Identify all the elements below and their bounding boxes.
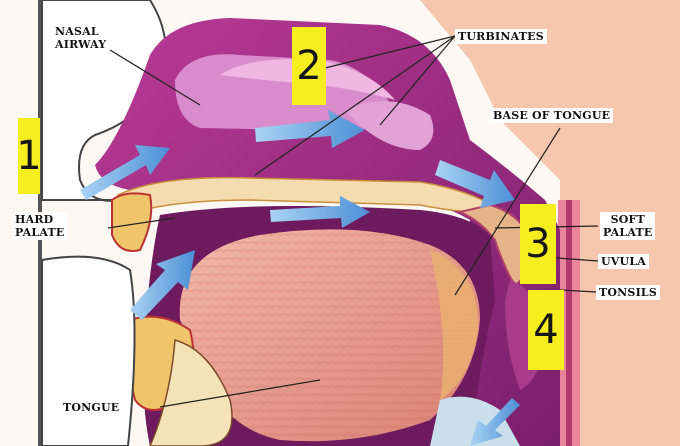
label-uvula: UVULA	[598, 254, 649, 269]
label-hard-palate: HARD PALATE	[12, 212, 67, 240]
label-turbinates: TURBINATES	[455, 29, 547, 44]
marker-2: 2	[292, 27, 326, 105]
pharyngeal-wall-line	[566, 200, 572, 446]
label-soft-palate: SOFT PALATE	[600, 212, 655, 240]
chin-profile	[42, 257, 135, 446]
marker-1: 1	[18, 118, 40, 194]
label-tongue: TONGUE	[60, 400, 122, 415]
label-tonsils: TONSILS	[596, 285, 660, 300]
label-nasal-airway: NASAL AIRWAY	[52, 24, 109, 52]
marker-4: 4	[528, 290, 564, 370]
marker-3: 3	[520, 204, 556, 284]
label-base-of-tongue: BASE OF TONGUE	[490, 108, 613, 123]
